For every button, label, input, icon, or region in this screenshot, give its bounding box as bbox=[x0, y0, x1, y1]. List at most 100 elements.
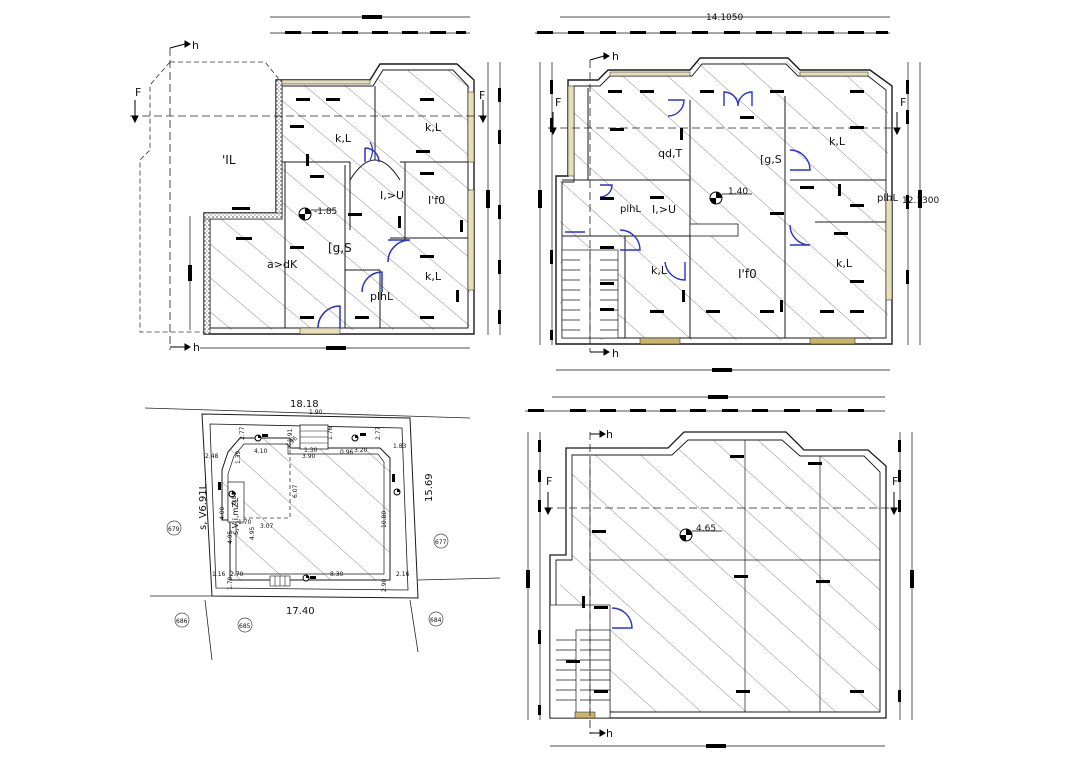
room-label: [g,S bbox=[328, 241, 352, 255]
dimension-blocks bbox=[188, 15, 501, 350]
svg-text:2.77: 2.77 bbox=[239, 426, 246, 440]
svg-text:1.39: 1.39 bbox=[235, 450, 242, 464]
room-label: I'f0 bbox=[428, 194, 445, 207]
room-label: k,L bbox=[836, 257, 853, 270]
window-segment bbox=[809, 337, 856, 345]
arch-opening bbox=[349, 159, 401, 181]
section-label: F bbox=[555, 96, 561, 109]
level-marker-icon bbox=[679, 528, 722, 542]
site-right-dimension: 15.69 bbox=[424, 473, 435, 502]
plot-number: 686 bbox=[176, 618, 188, 625]
section-label: h bbox=[606, 727, 613, 740]
svg-text:4.10: 4.10 bbox=[254, 448, 268, 455]
window-segment bbox=[467, 91, 475, 163]
door-swing-icon bbox=[789, 224, 811, 246]
dimension-blocks bbox=[218, 433, 395, 579]
section-label: F bbox=[892, 475, 898, 488]
section-label: h bbox=[192, 39, 199, 52]
svg-text:1.91: 1.91 bbox=[287, 428, 294, 442]
svg-text:3.07: 3.07 bbox=[260, 523, 274, 530]
site-plan: 18.18 17.40 15.69 s, V6.91L s,V,i,mZL 67… bbox=[144, 399, 501, 661]
section-label: F bbox=[546, 475, 552, 488]
stone-wall-step bbox=[203, 212, 283, 220]
ground-floor-plan-left: -1.85 'IL k,L k,L I,>U I'f0 [g,S a>dK k,… bbox=[130, 15, 501, 354]
street-label: s,V,i,mZL bbox=[231, 497, 240, 535]
outer-wall bbox=[549, 431, 887, 719]
window-segment bbox=[467, 189, 475, 291]
inner-wall bbox=[555, 439, 881, 713]
door-swing-icon bbox=[619, 229, 641, 251]
section-label: h bbox=[612, 347, 619, 360]
room-label: k,L bbox=[829, 135, 846, 148]
roof-grid-lines bbox=[589, 440, 880, 712]
room-label: I,>U bbox=[380, 189, 404, 202]
closet bbox=[689, 223, 739, 237]
svg-text:1.76: 1.76 bbox=[327, 426, 334, 440]
plot-number: 684 bbox=[430, 617, 442, 624]
level-label: 4.65 bbox=[696, 524, 716, 534]
room-label: [g,S bbox=[760, 153, 782, 166]
window-segment bbox=[281, 79, 371, 85]
section-label: F bbox=[479, 89, 485, 102]
room-label: plhL bbox=[620, 204, 641, 215]
section-label: h bbox=[606, 428, 613, 441]
bottom-steps-treads bbox=[274, 576, 286, 586]
door-swing-icon bbox=[364, 147, 380, 163]
svg-text:8.30: 8.30 bbox=[330, 571, 344, 578]
window-segment bbox=[639, 337, 681, 345]
door-swing-icon bbox=[789, 149, 811, 171]
svg-text:1.16: 1.16 bbox=[212, 571, 226, 578]
svg-text:2.48: 2.48 bbox=[205, 453, 219, 460]
svg-text:1.30: 1.30 bbox=[304, 447, 318, 454]
plot-number: 679 bbox=[168, 526, 180, 533]
door-swing-icon bbox=[664, 261, 686, 281]
level-marker-icon bbox=[228, 434, 401, 582]
window-segment bbox=[799, 71, 869, 77]
section-label: h bbox=[193, 341, 200, 354]
outer-wall bbox=[555, 57, 893, 345]
svg-text:6.07: 6.07 bbox=[292, 484, 299, 498]
room-label: I,>U bbox=[652, 203, 676, 216]
building-footprint bbox=[221, 437, 391, 581]
level-marker-icon bbox=[709, 191, 752, 205]
door-swing-icon bbox=[369, 141, 374, 161]
window-segment bbox=[567, 85, 575, 177]
door-swing-icon bbox=[361, 271, 383, 293]
room-label: k,L bbox=[651, 264, 668, 277]
dashed-annex bbox=[240, 450, 291, 519]
door-swing-icon bbox=[387, 239, 411, 263]
svg-text:4.00: 4.00 bbox=[219, 506, 226, 520]
hatched-floor-area bbox=[560, 62, 888, 340]
door-swing-icon bbox=[667, 99, 685, 117]
svg-text:1.83: 1.83 bbox=[393, 443, 407, 450]
section-label: F bbox=[900, 96, 906, 109]
neighbour-boundaries bbox=[144, 407, 501, 661]
roof-plan: 4.65 h h F F bbox=[525, 395, 914, 748]
svg-text:2.77: 2.77 bbox=[375, 426, 382, 440]
plot-number: 677 bbox=[435, 539, 447, 546]
room-label: a>dK bbox=[267, 258, 298, 271]
entry-steps-treads bbox=[300, 430, 328, 444]
section-label: F bbox=[135, 86, 141, 99]
level-label: 1.40 bbox=[728, 187, 748, 197]
window-segment bbox=[885, 199, 893, 301]
svg-text:4.95: 4.95 bbox=[227, 530, 234, 544]
svg-text:1.70: 1.70 bbox=[227, 576, 234, 590]
svg-text:10.80: 10.80 bbox=[381, 511, 388, 528]
stone-wall-top-left bbox=[275, 79, 283, 220]
window-segment bbox=[609, 71, 691, 77]
section-arrow-icon bbox=[544, 430, 898, 737]
room-label: plhL bbox=[370, 290, 394, 303]
stone-wall-left bbox=[203, 212, 211, 335]
room-label: qd,T bbox=[658, 147, 682, 160]
dimension-blocks bbox=[526, 395, 914, 748]
interior-walls bbox=[562, 88, 886, 338]
room-label: 'IL bbox=[222, 153, 236, 167]
site-bottom-dimension: 17.40 bbox=[286, 606, 315, 617]
svg-text:3.90: 3.90 bbox=[302, 453, 316, 460]
door-swing-icon bbox=[599, 184, 613, 198]
site-left-dimension: s, V6.91L bbox=[198, 483, 209, 530]
dimension-blocks bbox=[537, 31, 922, 372]
svg-text:2.90: 2.90 bbox=[381, 578, 388, 592]
